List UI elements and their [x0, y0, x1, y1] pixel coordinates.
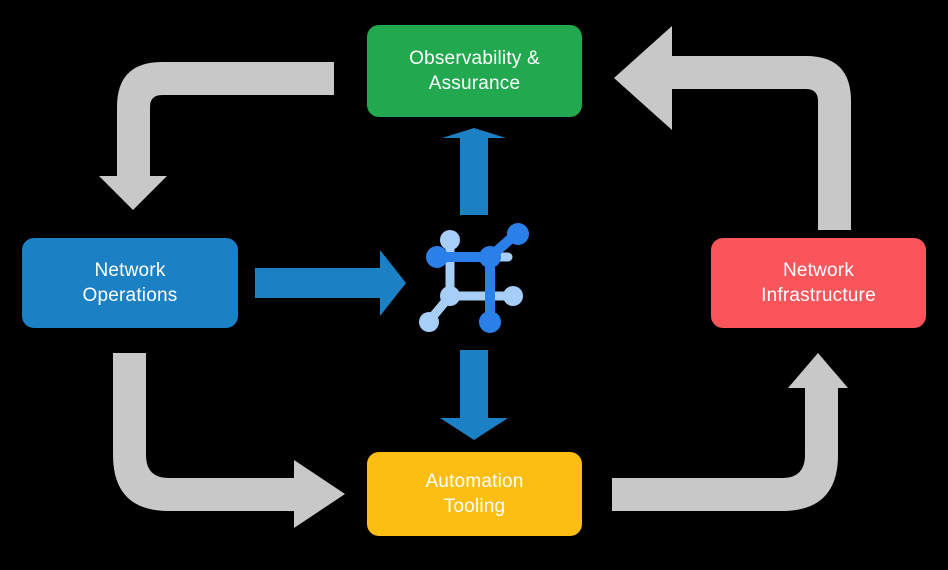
network-mesh-icon	[419, 223, 529, 333]
node-observability-assurance[interactable]: Observability & Assurance	[367, 25, 582, 117]
node-network-operations[interactable]: Network Operations	[22, 238, 238, 328]
arrow-infrastructure-to-observability	[614, 26, 851, 230]
node-network-infrastructure[interactable]: Network Infrastructure	[711, 238, 926, 328]
arrow-hub-to-observability	[442, 128, 506, 215]
node-automation-tooling[interactable]: Automation Tooling	[367, 452, 582, 536]
arrow-operations-to-automation	[113, 353, 345, 528]
arrow-automation-to-infrastructure	[612, 353, 848, 511]
arrow-observability-to-operations	[99, 62, 334, 210]
arrow-operations-to-hub	[255, 250, 406, 316]
arrow-hub-to-automation	[440, 350, 508, 440]
